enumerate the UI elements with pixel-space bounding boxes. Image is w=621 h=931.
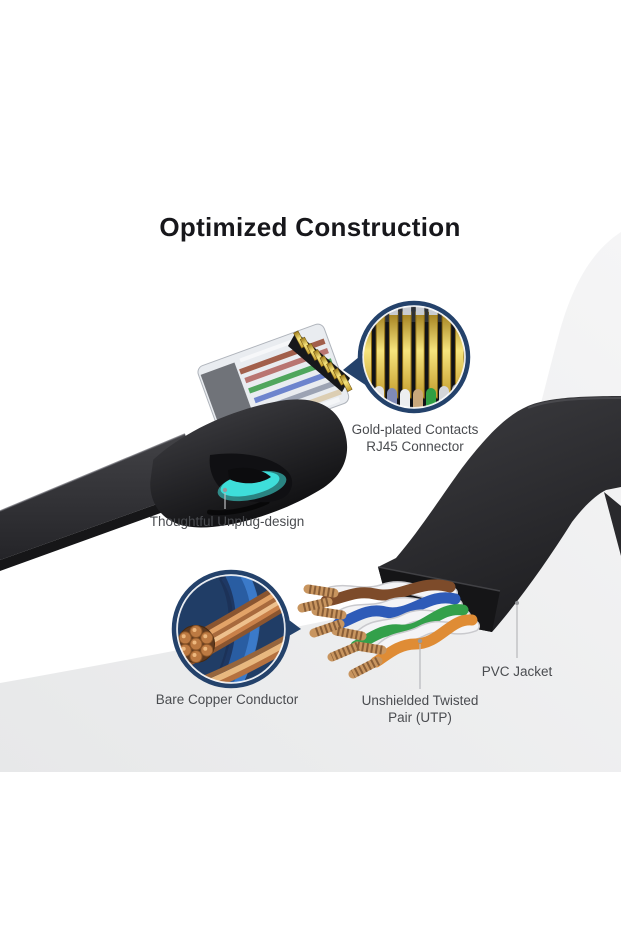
annotation-gold-contacts-line1: Gold-plated Contacts xyxy=(351,422,479,437)
page-title: Optimized Construction xyxy=(159,212,461,242)
magnifier-copper-circle xyxy=(171,569,291,689)
twisted-pairs xyxy=(297,579,480,679)
annotation-gold-contacts: Gold-plated Contacts RJ45 Connector xyxy=(352,421,479,455)
annotation-unplug-design: Thoughtful Unplug-design xyxy=(149,514,305,529)
flat-cable-left xyxy=(0,433,205,571)
annotation-bare-copper: Bare Copper Conductor xyxy=(155,692,299,707)
annotation-utp-line2: Pair (UTP) xyxy=(388,710,452,725)
unplug-highlight xyxy=(217,467,287,502)
annotation-utp-line1: Unshielded Twisted xyxy=(361,693,479,708)
magnifier-contacts-circle xyxy=(357,300,471,414)
annotation-utp: Unshielded Twisted Pair (UTP) xyxy=(362,692,479,726)
leader-lines xyxy=(222,487,519,689)
leader-dot-utp xyxy=(417,638,423,644)
background-sweep xyxy=(0,232,621,772)
leader-dot-unplug xyxy=(222,487,228,493)
gold-pins xyxy=(288,330,353,392)
copper-tips xyxy=(297,584,387,679)
leader-dot-pvc xyxy=(515,601,519,605)
annotation-pvc-jacket: PVC Jacket xyxy=(481,664,553,679)
annotation-gold-contacts-line2: RJ45 Connector xyxy=(366,439,464,454)
